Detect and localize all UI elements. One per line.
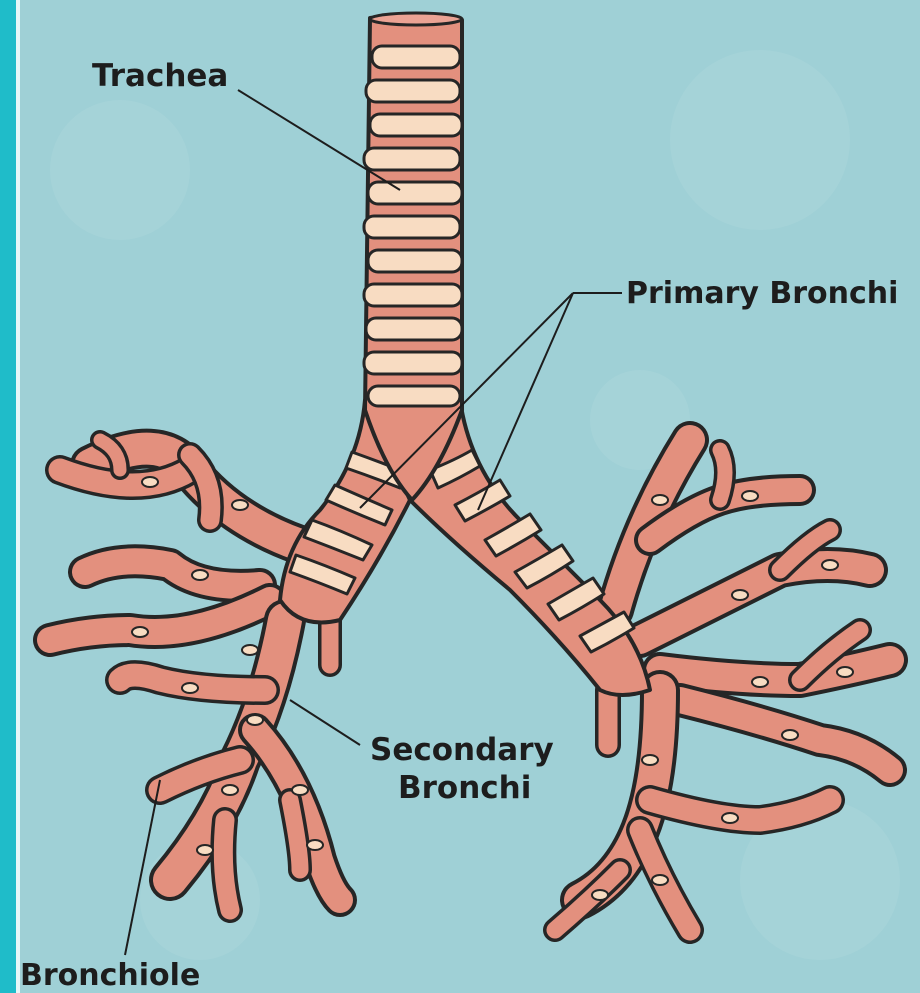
trachea-cartilage-rings [364, 46, 462, 406]
left-frame-inner [16, 0, 20, 993]
label-primary-bronchi: Primary Bronchi [626, 276, 898, 311]
label-secondary-bronchi-line2: Bronchi [398, 770, 531, 806]
left-frame-accent [0, 0, 16, 993]
label-secondary-bronchi-line1: Secondary [370, 732, 554, 768]
label-trachea: Trachea [92, 58, 228, 94]
trachea-top [370, 13, 462, 25]
label-bronchiole: Bronchiole [20, 958, 200, 993]
